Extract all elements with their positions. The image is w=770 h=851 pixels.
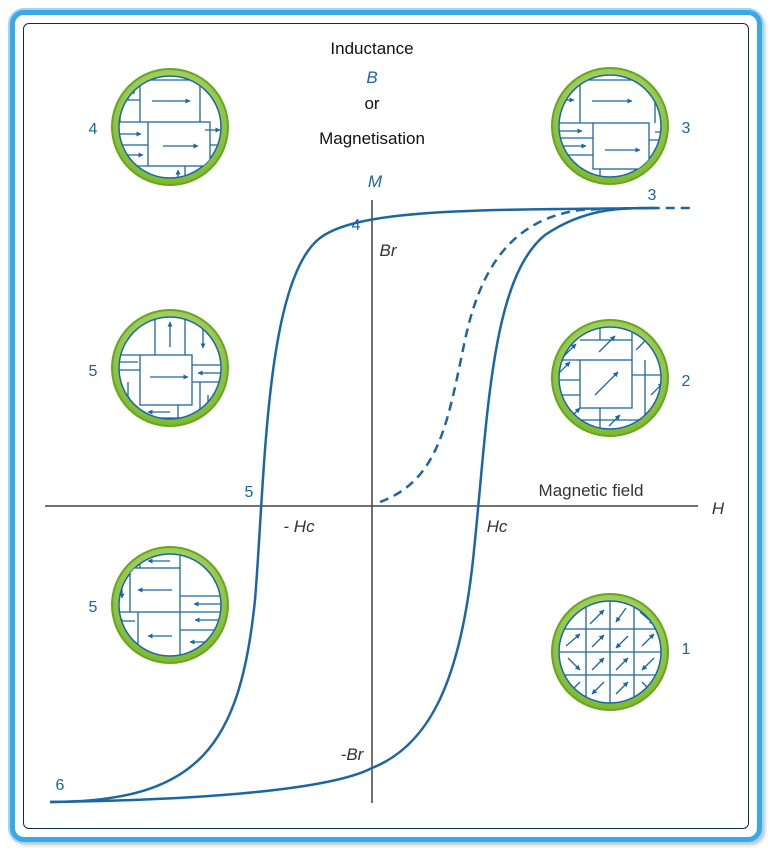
- title-b: B: [366, 68, 377, 87]
- domain-label-3: 3: [682, 120, 691, 137]
- br-label: Br: [380, 241, 398, 260]
- domain-label-5-upper: 5: [89, 363, 98, 380]
- domain-label-5-lower: 5: [89, 599, 98, 616]
- title-inductance: Inductance: [330, 39, 413, 58]
- initial-magnetisation-curve: [379, 206, 691, 504]
- domain-circle-3: [551, 67, 669, 185]
- title-or: or: [364, 94, 379, 113]
- neg-br-label: -Br: [341, 745, 365, 764]
- domain-label-2: 2: [682, 373, 691, 390]
- domain-circle-5-lower: [111, 546, 229, 664]
- curve-point-3: 3: [648, 187, 657, 204]
- curve-point-4: 4: [352, 217, 361, 234]
- hysteresis-upper-branch: [49, 206, 656, 804]
- domain-label-1: 1: [682, 641, 691, 658]
- neg-hc-label: - Hc: [283, 517, 315, 536]
- domain-circle-5-upper: [111, 309, 229, 427]
- curve-point-5: 5: [245, 484, 254, 501]
- hc-label: Hc: [487, 517, 508, 536]
- hysteresis-lower-branch: [49, 206, 656, 804]
- x-axis-label: H: [712, 499, 725, 518]
- x-axis-caption: Magnetic field: [539, 481, 644, 500]
- domain-circle-4: [111, 68, 229, 186]
- domain-circle-2: [551, 319, 669, 437]
- curve-point-6: 6: [56, 777, 65, 794]
- domain-circle-1: [551, 593, 669, 711]
- domain-label-4: 4: [89, 121, 98, 138]
- diagram-inner-border: [23, 23, 749, 829]
- y-axis-label: M: [368, 172, 383, 191]
- title-magnetisation: Magnetisation: [319, 129, 425, 148]
